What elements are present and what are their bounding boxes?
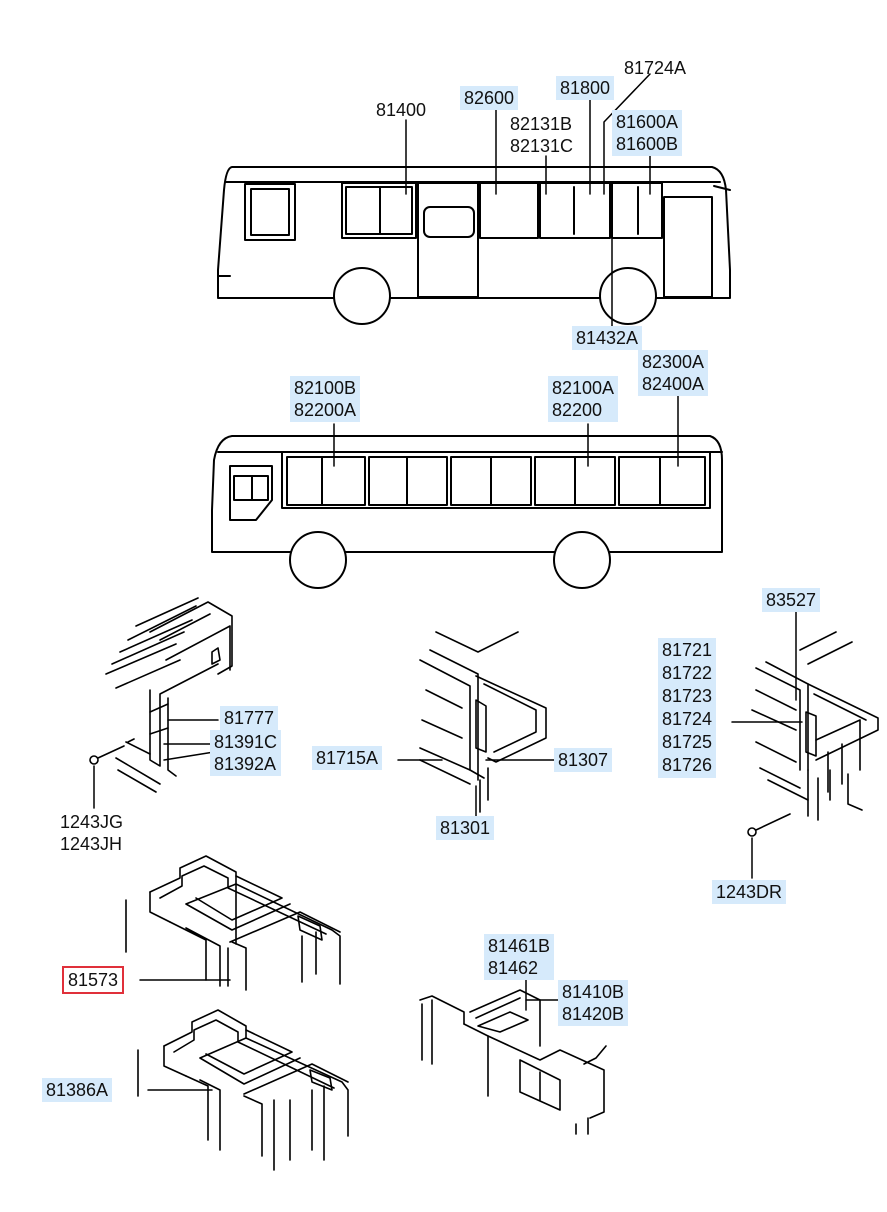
label-1243jg-1243jh[interactable]: 1243JG 1243JH xyxy=(60,812,124,854)
label-81432a[interactable]: 81432A xyxy=(572,326,643,350)
label-81400[interactable]: 81400 xyxy=(376,100,427,120)
label-81721-81726[interactable]: 81721 81722 81723 81724 81725 81726 xyxy=(658,638,717,778)
label-81410b-81420b[interactable]: 81410B 81420B xyxy=(558,980,629,1026)
label-81800[interactable]: 81800 xyxy=(556,76,615,100)
label-81777[interactable]: 81777 xyxy=(220,706,279,730)
label-83527[interactable]: 83527 xyxy=(762,588,821,612)
label-82100a-82200[interactable]: 82100A 82200 xyxy=(548,376,619,422)
label-82600[interactable]: 82600 xyxy=(460,86,519,110)
leader-lines xyxy=(93,73,803,1091)
detail-c-frame xyxy=(747,631,879,837)
label-81461b-81462[interactable]: 81461B 81462 xyxy=(484,934,555,980)
label-1243dr[interactable]: 1243DR xyxy=(712,880,787,904)
label-81386a[interactable]: 81386A xyxy=(42,1078,113,1102)
label-82131b-82131c[interactable]: 82131B 82131C xyxy=(510,114,574,156)
bus-other-side-view xyxy=(211,435,723,589)
detail-f-frame xyxy=(419,989,607,1135)
label-81600a-81600b[interactable]: 81600A 81600B xyxy=(612,110,683,156)
detail-a-frame xyxy=(89,597,233,793)
label-81307[interactable]: 81307 xyxy=(554,748,613,772)
label-81391c-81392a[interactable]: 81391C 81392A xyxy=(210,730,282,776)
label-81715a[interactable]: 81715A xyxy=(312,746,383,770)
label-81573-highlighted[interactable]: 81573 xyxy=(62,966,125,994)
label-81301[interactable]: 81301 xyxy=(436,816,495,840)
detail-b-frame xyxy=(419,631,547,813)
detail-e-channel xyxy=(137,1009,349,1171)
label-81724a[interactable]: 81724A xyxy=(624,58,687,78)
detail-d-channel xyxy=(125,855,341,991)
label-82100b-82200a[interactable]: 82100B 82200A xyxy=(290,376,361,422)
label-82300a-82400a[interactable]: 82300A 82400A xyxy=(638,350,709,396)
bus-side-view xyxy=(217,166,731,325)
